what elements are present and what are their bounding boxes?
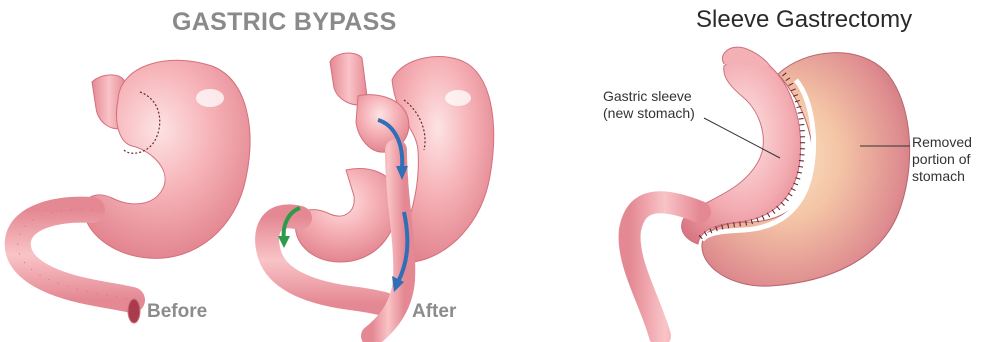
gastric-bypass-title: GASTRIC BYPASS xyxy=(172,8,397,37)
removed-portion-callout: Removed portion of stomach xyxy=(912,134,988,185)
before-stomach-illustration xyxy=(18,60,250,323)
sleeve-gastrectomy-title: Sleeve Gastrectomy xyxy=(696,6,912,34)
before-stomach-highlight xyxy=(196,89,224,107)
removed-portion-callout-line3: stomach xyxy=(912,168,988,185)
before-intestine-opening xyxy=(128,299,140,323)
gastric-sleeve-callout-line2: (new stomach) xyxy=(603,105,753,122)
after-label: After xyxy=(412,301,456,323)
after-stomach-highlight xyxy=(445,90,471,106)
removed-portion-callout-line2: portion of xyxy=(912,151,988,168)
after-bypass-illustration xyxy=(267,53,494,336)
gastric-sleeve-callout-line1: Gastric sleeve xyxy=(603,88,753,105)
before-label: Before xyxy=(147,301,207,323)
sleeve-esophagus xyxy=(722,47,770,66)
after-green-arrowhead xyxy=(278,236,290,248)
gastric-sleeve-callout: Gastric sleeve (new stomach) xyxy=(603,88,753,122)
removed-portion-callout-line1: Removed xyxy=(912,134,988,151)
